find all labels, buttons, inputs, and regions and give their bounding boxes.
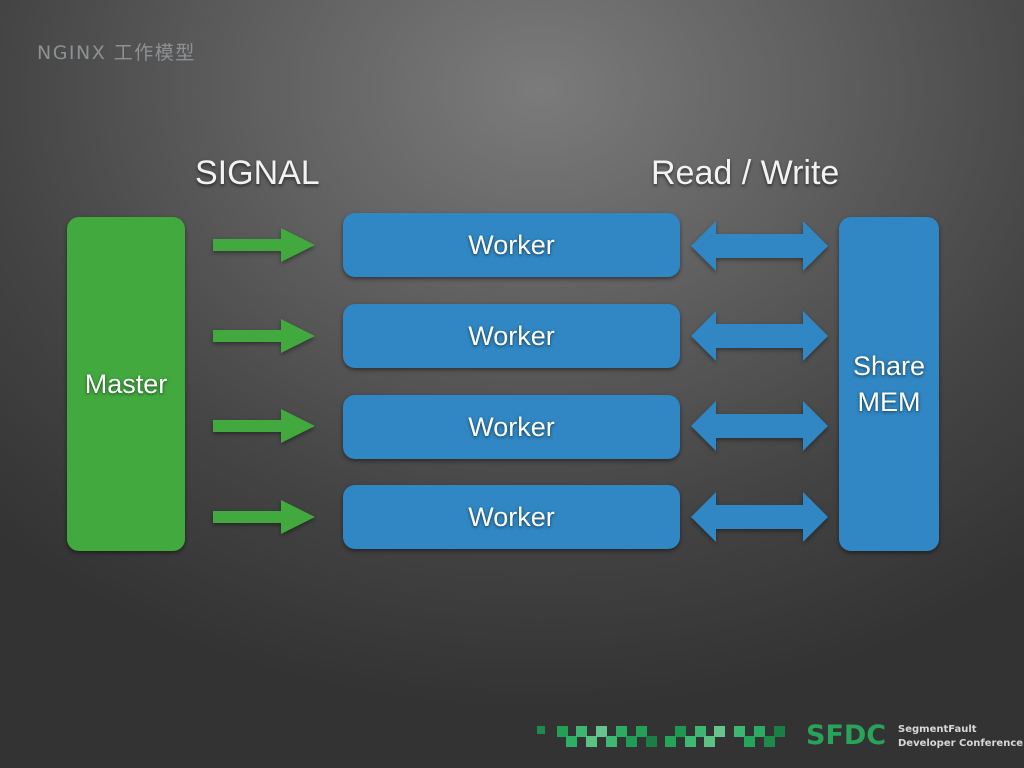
- sfdc-logo: SFDC: [806, 720, 887, 751]
- signal-label: SIGNAL: [195, 154, 320, 192]
- worker-label: Worker: [468, 502, 555, 532]
- worker-node-1: Worker: [343, 213, 680, 277]
- slide-title: NGINX 工作模型: [37, 42, 196, 64]
- worker-label: Worker: [468, 412, 555, 442]
- signal-arrow-4: [213, 500, 315, 534]
- signal-arrow-1: [213, 228, 315, 262]
- signal-arrow-2: [213, 319, 315, 353]
- share-mem-label-line2: MEM: [857, 387, 921, 417]
- worker-label: Worker: [468, 230, 555, 260]
- signal-arrow-3: [213, 409, 315, 443]
- master-node: Master: [67, 217, 185, 551]
- sfdc-tagline: SegmentFault Developer Conference: [898, 723, 1023, 751]
- sfdc-tagline-line2: Developer Conference: [898, 738, 1024, 749]
- footer-branding: SFDC SegmentFault Developer Conference: [0, 712, 1024, 768]
- master-label: Master: [84, 369, 168, 399]
- read-write-label: Read / Write: [651, 154, 840, 192]
- worker-node-2: Worker: [343, 304, 680, 368]
- worker-node-4: Worker: [343, 485, 680, 549]
- read-write-arrow-4: [691, 492, 828, 542]
- sfdc-tagline-line1: SegmentFault: [898, 724, 977, 735]
- worker-node-3: Worker: [343, 395, 680, 459]
- read-write-arrow-3: [691, 401, 828, 451]
- share-mem-label-line1: Share: [852, 351, 926, 381]
- share-mem-node: Share MEM: [839, 217, 939, 551]
- read-write-arrow-2: [691, 311, 828, 361]
- read-write-arrow-1: [691, 221, 828, 271]
- worker-label: Worker: [468, 321, 555, 351]
